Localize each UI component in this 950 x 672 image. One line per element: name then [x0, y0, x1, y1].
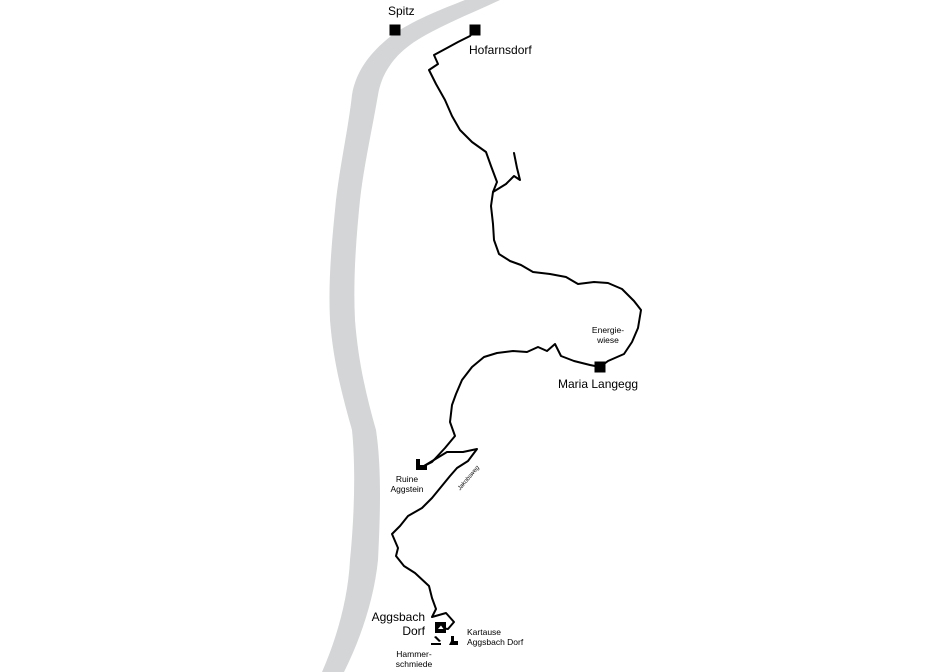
aggsbach-dorf-marker	[435, 622, 446, 633]
kartause-label-line1: Kartause	[467, 627, 502, 637]
kartause-label: Kartause Aggsbach Dorf	[467, 627, 524, 648]
maria-langegg-label: Maria Langegg	[558, 377, 639, 391]
spitz-marker	[389, 24, 401, 36]
hiking-route-segment	[391, 448, 478, 630]
ruine-aggstein-icon	[416, 459, 427, 470]
ruine-aggstein-label-line1: Ruine	[395, 474, 419, 484]
hammerschmiede-icon	[431, 636, 441, 645]
energiewiese-label-line2: wiese	[597, 334, 619, 345]
hofarnsdorf-marker	[469, 24, 481, 36]
hiking-route	[428, 29, 521, 193]
ruine-aggstein-label-line2: Aggstein	[390, 483, 424, 494]
maria-langegg-marker	[594, 361, 606, 373]
hammerschmiede-label-line2: schmiede	[395, 658, 433, 669]
aggsbach-dorf-label-line1: Aggsbach	[371, 610, 425, 624]
spitz-label: Spitz	[388, 4, 415, 18]
kartause-icon	[449, 636, 458, 645]
aggsbach-dorf-label: Aggsbach Dorf	[360, 610, 425, 639]
aggsbach-dorf-label-line2: Dorf	[402, 623, 425, 638]
danube-river	[322, 0, 500, 672]
kartause-label-line2: Aggsbach Dorf	[467, 636, 524, 647]
hammerschmiede-label-line1: Hammer-	[396, 649, 432, 659]
hofarnsdorf-label: Hofarnsdorf	[469, 43, 532, 57]
energiewiese-label: Energie- wiese	[584, 325, 632, 346]
ruine-aggstein-label: Ruine Aggstein	[386, 474, 428, 495]
hammerschmiede-label: Hammer- schmiede	[391, 649, 437, 670]
energiewiese-label-line1: Energie-	[591, 325, 625, 335]
